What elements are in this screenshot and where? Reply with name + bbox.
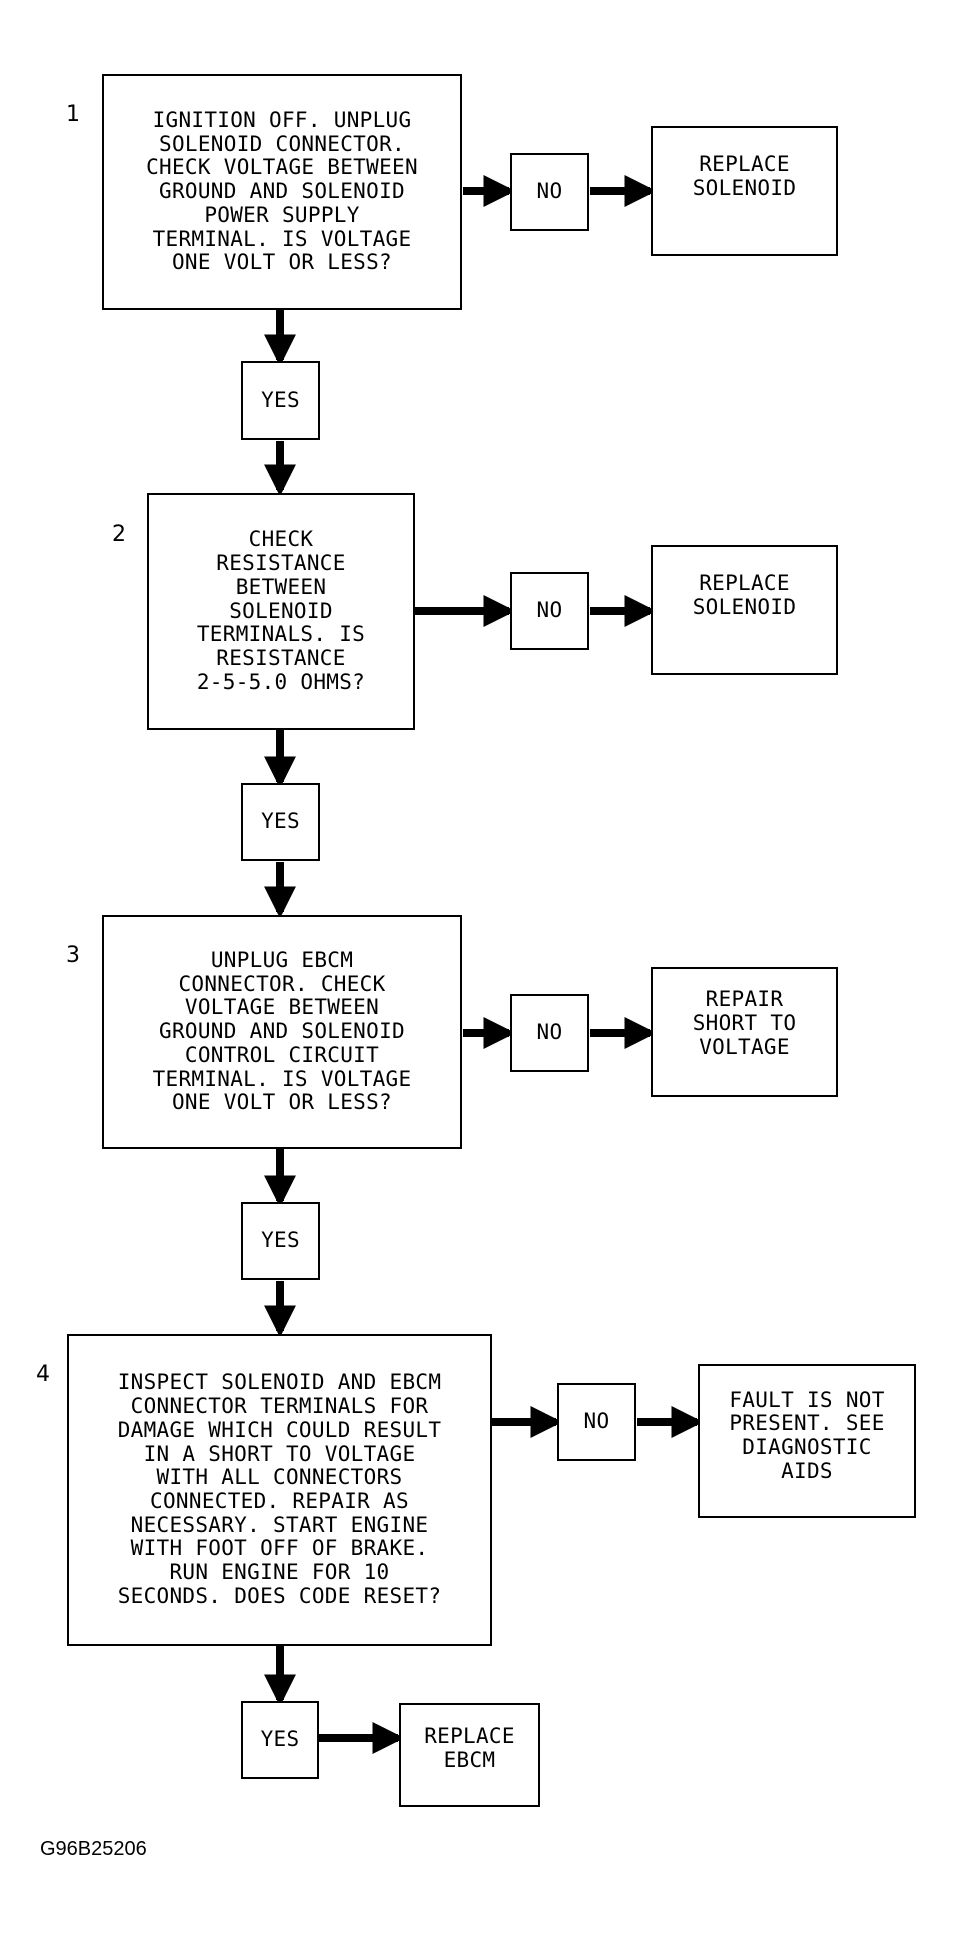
step-3-no-result-box: REPAIR SHORT TO VOLTAGE <box>651 967 838 1097</box>
step-2-no-label: NO <box>536 598 563 623</box>
step-3-no-label: NO <box>536 1020 563 1045</box>
step-2-yes-label: YES <box>261 809 300 834</box>
step-4-no-label: NO <box>583 1409 610 1434</box>
step-1-no-result-text: REPLACE SOLENOID <box>692 152 797 200</box>
step-2-no-result-box: REPLACE SOLENOID <box>651 545 838 675</box>
figure-id: G96B25206 <box>40 1838 147 1860</box>
step-2-yes-box: YES <box>241 783 320 861</box>
step-3-no-box: NO <box>510 994 589 1072</box>
step-4-number: 4 <box>36 1362 50 1387</box>
step-1-yes-label: YES <box>261 387 300 412</box>
step-3-question-text: UNPLUG EBCM CONNECTOR. CHECK VOLTAGE BET… <box>152 947 412 1115</box>
step-4-no-result-box: FAULT IS NOT PRESENT. SEE DIAGNOSTIC AID… <box>698 1364 916 1518</box>
step-4-yes-label: YES <box>260 1727 300 1752</box>
step-2-number: 2 <box>112 522 126 547</box>
step-1-no-box: NO <box>510 153 589 231</box>
step-1-question-text: IGNITION OFF. UNPLUG SOLENOID CONNECTOR.… <box>146 107 418 275</box>
step-3-yes-label: YES <box>261 1228 300 1253</box>
step-4-no-box: NO <box>557 1383 636 1461</box>
step-4-question-text: INSPECT SOLENOID AND EBCM CONNECTOR TERM… <box>117 1370 442 1608</box>
step-3-no-result-text: REPAIR SHORT TO VOLTAGE <box>692 987 797 1059</box>
step-2-no-box: NO <box>510 572 589 650</box>
step-1-number: 1 <box>66 102 80 127</box>
step-2-no-result-text: REPLACE SOLENOID <box>692 571 797 619</box>
step-3-question-box: UNPLUG EBCM CONNECTOR. CHECK VOLTAGE BET… <box>102 915 462 1149</box>
step-4-question-box: INSPECT SOLENOID AND EBCM CONNECTOR TERM… <box>67 1334 492 1646</box>
step-1-yes-box: YES <box>241 361 320 440</box>
step-2-question-text: CHECK RESISTANCE BETWEEN SOLENOID TERMIN… <box>196 527 366 694</box>
step-3-yes-box: YES <box>241 1202 320 1280</box>
step-4-yes-result-text: REPLACE EBCM <box>424 1724 515 1772</box>
step-3-number: 3 <box>66 943 80 968</box>
step-2-question-box: CHECK RESISTANCE BETWEEN SOLENOID TERMIN… <box>147 493 415 730</box>
step-4-yes-box: YES <box>241 1701 319 1779</box>
step-4-yes-result-box: REPLACE EBCM <box>399 1703 540 1807</box>
step-1-no-result-box: REPLACE SOLENOID <box>651 126 838 256</box>
step-1-question-box: IGNITION OFF. UNPLUG SOLENOID CONNECTOR.… <box>102 74 462 310</box>
step-1-no-label: NO <box>536 179 563 204</box>
step-4-no-result-text: FAULT IS NOT PRESENT. SEE DIAGNOSTIC AID… <box>729 1387 885 1483</box>
